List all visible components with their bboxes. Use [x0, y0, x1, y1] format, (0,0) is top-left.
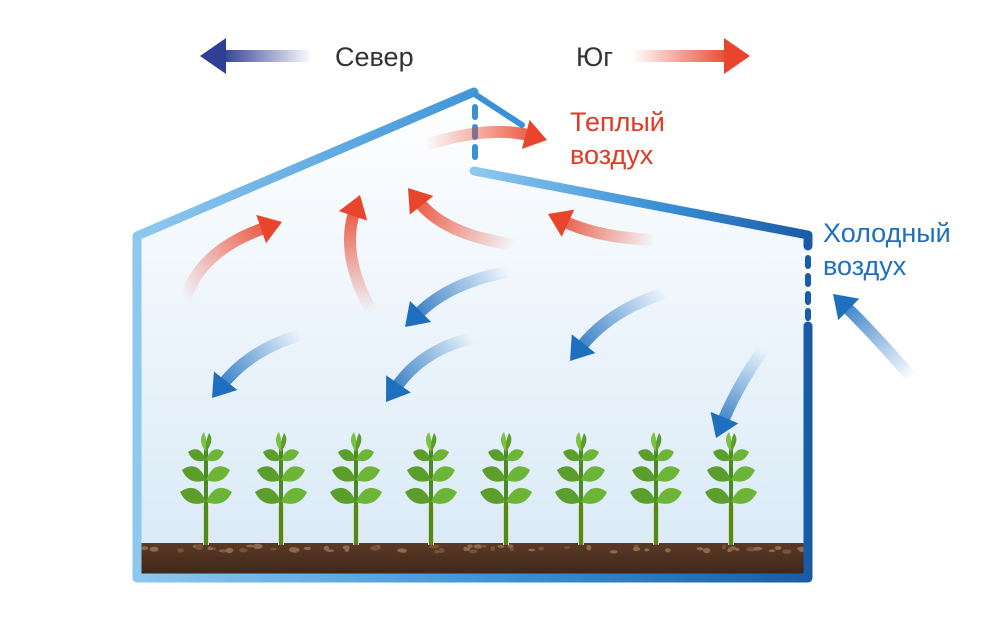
cold-air-arrow [710, 346, 768, 438]
cold-air-arrow [833, 294, 917, 382]
plant [555, 432, 607, 545]
warm-air-arrow [179, 214, 282, 302]
plant [180, 432, 232, 545]
plant [255, 432, 307, 545]
air-flow-arrows [179, 119, 917, 438]
warm-air-arrow [423, 119, 547, 151]
warm-air-arrow [338, 195, 378, 315]
north-arrow [200, 38, 312, 74]
warm-air-arrow [548, 209, 656, 246]
plant-row [180, 432, 757, 545]
plant [405, 432, 457, 545]
warm-air-label-line2: воздух [570, 140, 654, 170]
warm-air-label-line1: Теплый [570, 107, 665, 137]
plant [480, 432, 532, 545]
greenhouse-frame [132, 87, 813, 583]
north-label: Север [335, 42, 414, 72]
frame-roof-right [469, 166, 813, 251]
plant [630, 432, 682, 545]
cold-air-arrow [386, 332, 474, 402]
cold-air-arrow [570, 287, 667, 361]
plant [705, 432, 757, 545]
soil-bed [137, 543, 808, 578]
cold-air-label-line1: Холодный [823, 218, 951, 248]
frame-walls [132, 87, 813, 583]
plant [330, 432, 382, 545]
south-arrow [632, 38, 750, 74]
greenhouse-interior [137, 92, 808, 578]
cold-air-label-line2: воздух [823, 251, 907, 281]
cold-air-arrow [212, 329, 302, 398]
south-label: Юг [576, 42, 614, 72]
cold-air-arrow [405, 266, 510, 327]
warm-air-arrow [408, 188, 516, 251]
